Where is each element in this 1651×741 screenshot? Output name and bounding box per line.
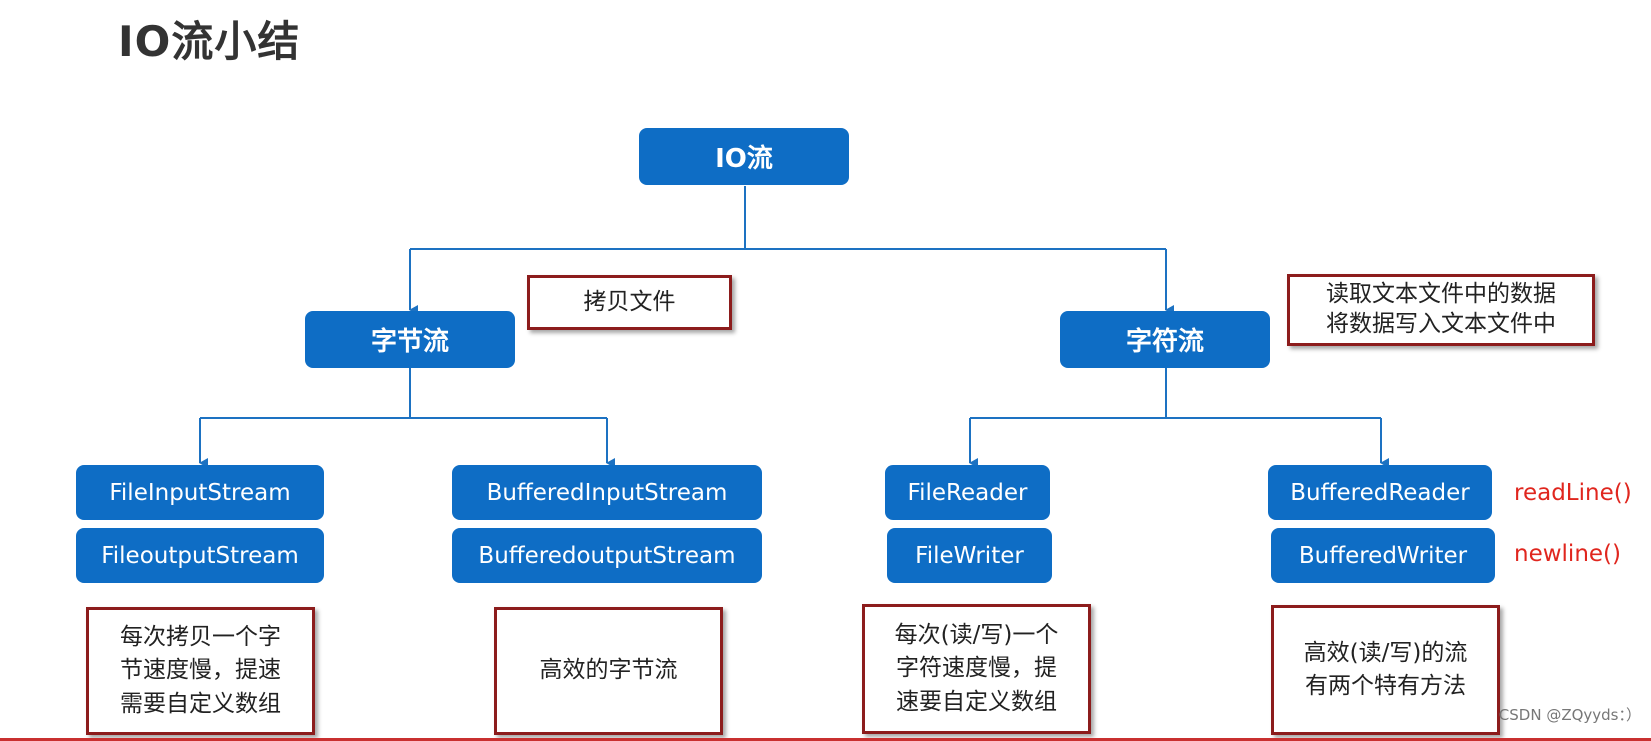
note-char-stream-line-1: 读取文本文件中的数据 — [1326, 281, 1556, 308]
note-file-char-stream-line-2: 字符速度慢，提 — [895, 655, 1057, 682]
node-file-output-stream: FileoutputStream — [76, 528, 324, 583]
method-read-line: readLine() — [1514, 480, 1632, 506]
node-buffered-output-stream: BufferedoutputStream — [452, 528, 762, 583]
note-char-stream-line-2: 将数据写入文本文件中 — [1326, 311, 1556, 337]
node-buffered-reader: BufferedReader — [1268, 465, 1492, 520]
node-byte-stream: 字节流 — [305, 311, 515, 368]
note-buffered-byte-stream: 高效的字节流 — [494, 607, 723, 735]
note-byte-stream-text: 拷贝文件 — [583, 288, 676, 315]
node-io-stream: IO流 — [639, 128, 849, 185]
note-buffered-char-stream-line-2: 有两个特有方法 — [1304, 673, 1466, 699]
node-char-stream: 字符流 — [1060, 311, 1270, 368]
node-file-reader: FileReader — [885, 465, 1050, 520]
node-file-input-stream: FileInputStream — [76, 465, 324, 520]
note-file-byte-stream-line-2: 节速度慢，提速 — [120, 657, 281, 684]
note-file-char-stream-line-1: 每次(读/写)一个 — [894, 621, 1059, 648]
note-file-byte-stream-line-1: 每次拷贝一个字 — [120, 623, 281, 650]
note-buffered-char-stream-line-1: 高效(读/写)的流 — [1303, 639, 1468, 666]
watermark: CSDN @ZQyyds：） — [1498, 706, 1641, 724]
node-file-writer: FileWriter — [887, 528, 1052, 583]
note-byte-stream: 拷贝文件 — [527, 275, 732, 330]
note-file-char-stream: 每次(读/写)一个 字符速度慢，提 速要自定义数组 — [862, 604, 1091, 734]
note-file-byte-stream-line-3: 需要自定义数组 — [120, 690, 281, 717]
note-file-byte-stream: 每次拷贝一个字 节速度慢，提速 需要自定义数组 — [86, 607, 315, 735]
page-title: IO流小结 — [118, 17, 301, 66]
note-file-char-stream-line-3: 速要自定义数组 — [895, 688, 1057, 715]
note-buffered-byte-stream-text: 高效的字节流 — [539, 657, 678, 684]
method-new-line: newline() — [1514, 541, 1621, 567]
node-buffered-input-stream: BufferedInputStream — [452, 465, 762, 520]
note-char-stream: 读取文本文件中的数据 将数据写入文本文件中 — [1287, 274, 1595, 346]
bottom-bar — [0, 738, 1651, 741]
note-buffered-char-stream: 高效(读/写)的流 有两个特有方法 — [1271, 605, 1500, 735]
node-buffered-writer: BufferedWriter — [1271, 528, 1495, 583]
